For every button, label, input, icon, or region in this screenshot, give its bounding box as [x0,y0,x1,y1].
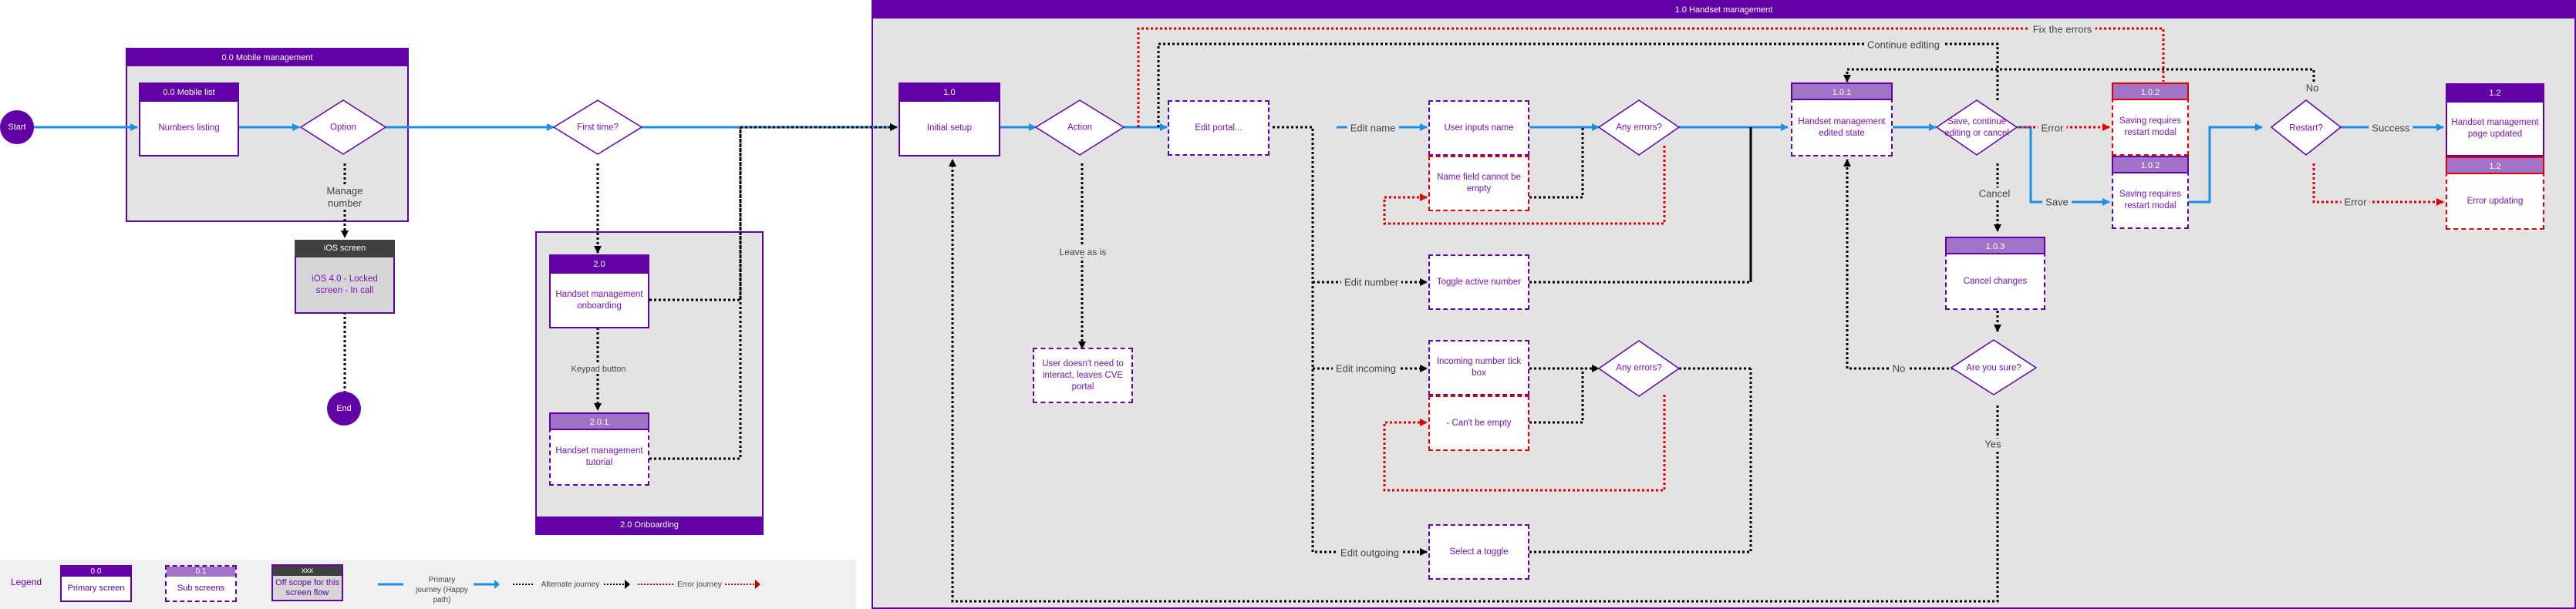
node-text: Cancel changes [1963,276,2028,286]
group-title: 0.0 Mobile management [127,49,407,66]
node-cancel-changes[interactable]: 1.0.3 Cancel changes [1945,237,2045,310]
label-edit-outgoing: Edit outgoing [1337,547,1402,559]
node-page-updated[interactable]: 1.2 Handset management page updated [2446,83,2544,156]
node-text: Handset management onboarding [555,289,643,311]
node-text: Name field cannot be empty [1437,173,1521,193]
legend: Legend 0.0 Primary screen 0.1 Sub screen… [0,560,856,609]
node-text: Error updating [2466,196,2524,206]
node-text: Handset management page updated [2451,118,2539,139]
legend-lines [378,580,760,589]
label-leave-as-is: Leave as is [1056,247,1110,257]
node-text: User inputs name [1444,123,1514,133]
decision-any-errors-1-text[interactable]: Any errors? [1616,123,1662,133]
label-keypad-button: Keypad button [568,365,629,374]
legend-error-journey: Error journey [677,580,722,589]
node-toggle-active[interactable]: Toggle active number [1428,254,1529,310]
node-id: 1.0.3 [1945,237,2045,254]
label-save: Save [2042,196,2072,208]
label-yes: Yes [1981,438,2004,450]
node-text: Incoming number tick box [1436,357,1522,378]
node-restart-modal-save[interactable]: 1.0.2 Saving requires restart modal [2112,156,2189,229]
legend-title: Legend [11,577,42,587]
node-text: Edit portal... [1195,123,1242,133]
label-edit-number: Edit number [1340,276,1402,288]
legend-id: 0.0 [62,567,130,577]
legend-text: Primary screen [67,584,125,593]
node-id: iOS screen [295,240,395,257]
group-title: 1.0 Handset management [873,2,2574,19]
label-no-restart: No [2302,82,2322,94]
node-text: Handset management tutorial [555,446,643,467]
node-id: 1.2 [2446,156,2544,174]
decision-first-time-text[interactable]: First time? [577,123,619,133]
legend-alternate-journey: Alternate journey [541,580,600,589]
node-incoming-tick[interactable]: Incoming number tick box [1428,340,1529,395]
node-initial-setup[interactable]: 1.0 Initial setup [899,82,1000,156]
node-id: 1.0 [900,84,999,102]
node-id: 1.0.1 [1791,82,1893,100]
node-text: Initial setup [926,123,973,133]
label-no-sure: No [1889,362,1909,375]
node-ios-screen[interactable]: iOS screen iOS 4.0 - Locked screen - In … [295,240,395,314]
start-terminal[interactable]: Start [0,110,34,144]
node-id: 2.0 [551,256,648,274]
legend-sub-screens: 0.1 Sub screens [165,565,237,602]
label-continue-editing: Continue editing [1864,39,1943,51]
node-id: 0.0 Mobile list [140,84,238,102]
node-text: Numbers listing [158,123,220,133]
node-id: 1.0.2 [2112,82,2189,100]
decision-any-errors-2-text[interactable]: Any errors? [1616,363,1662,373]
label-cancel: Cancel [1975,187,2014,200]
node-text: iOS 4.0 - Locked screen - In call [312,274,378,295]
node-text: Handset management edited state [1798,116,1886,138]
node-text: Saving requires restart modal [2119,190,2181,210]
decision-option-text[interactable]: Option [330,123,356,133]
node-user-inputs-name[interactable]: User inputs name [1428,100,1529,156]
legend-primary-journey: Primary journey (Happy path) [416,576,468,604]
group-title: 2.0 Onboarding [537,516,762,533]
label-fix-errors: Fix the errors [2029,23,2096,35]
node-text: Toggle active number [1436,277,1522,287]
legend-off-scope: xxx Off scope for this screen flow [271,564,343,601]
node-id: 1.0.2 [2112,156,2189,173]
label-edit-name: Edit name [1347,122,1399,134]
legend-text: Off scope for this screen flow [275,577,339,597]
label-edit-incoming: Edit incoming [1332,362,1400,375]
decision-are-you-sure-text[interactable]: Are you sure? [1966,363,2021,373]
node-restart-modal-error[interactable]: 1.0.2 Saving requires restart modal [2112,82,2189,156]
node-id: 2.0.1 [549,412,649,430]
node-mobile-list[interactable]: 0.0 Mobile list Numbers listing [139,82,239,156]
label-error: Error [2038,122,2067,134]
node-error-updating[interactable]: 1.2 Error updating [2446,156,2544,230]
legend-id: 0.1 [167,567,235,577]
node-edit-portal[interactable]: Edit portal... [1168,100,1269,156]
node-tutorial[interactable]: 2.0.1 Handset management tutorial [549,412,649,486]
node-text: User doesn't need to interact, leaves CV… [1042,358,1124,392]
node-leave[interactable]: User doesn't need to interact, leaves CV… [1033,348,1133,403]
node-onboarding[interactable]: 2.0 Handset management onboarding [549,254,649,328]
legend-primary-screen: 0.0 Primary screen [60,565,132,602]
label-restart-error: Error [2341,196,2370,208]
node-name-empty[interactable]: Name field cannot be empty [1428,156,1529,211]
node-cant-be-empty[interactable]: - Can't be empty [1428,395,1529,451]
decision-action-text[interactable]: Action [1067,123,1092,133]
node-edited-state[interactable]: 1.0.1 Handset management edited state [1791,82,1893,156]
decision-save-continue-cancel-text[interactable]: Save, continue editing or cancel [1944,117,2009,138]
legend-text: Sub screens [177,584,225,593]
node-text: Saving requires restart modal [2119,116,2181,137]
node-select-toggle[interactable]: Select a toggle [1428,524,1529,580]
legend-id: xxx [273,566,342,576]
label-success: Success [2369,122,2413,134]
node-text: - Can't be empty [1446,418,1512,428]
decision-restart-text[interactable]: Restart? [2289,123,2323,133]
node-text: Select a toggle [1449,547,1509,557]
end-terminal[interactable]: End [327,392,361,426]
node-id: 1.2 [2447,85,2543,103]
label-manage-number: Manage number [322,185,368,210]
